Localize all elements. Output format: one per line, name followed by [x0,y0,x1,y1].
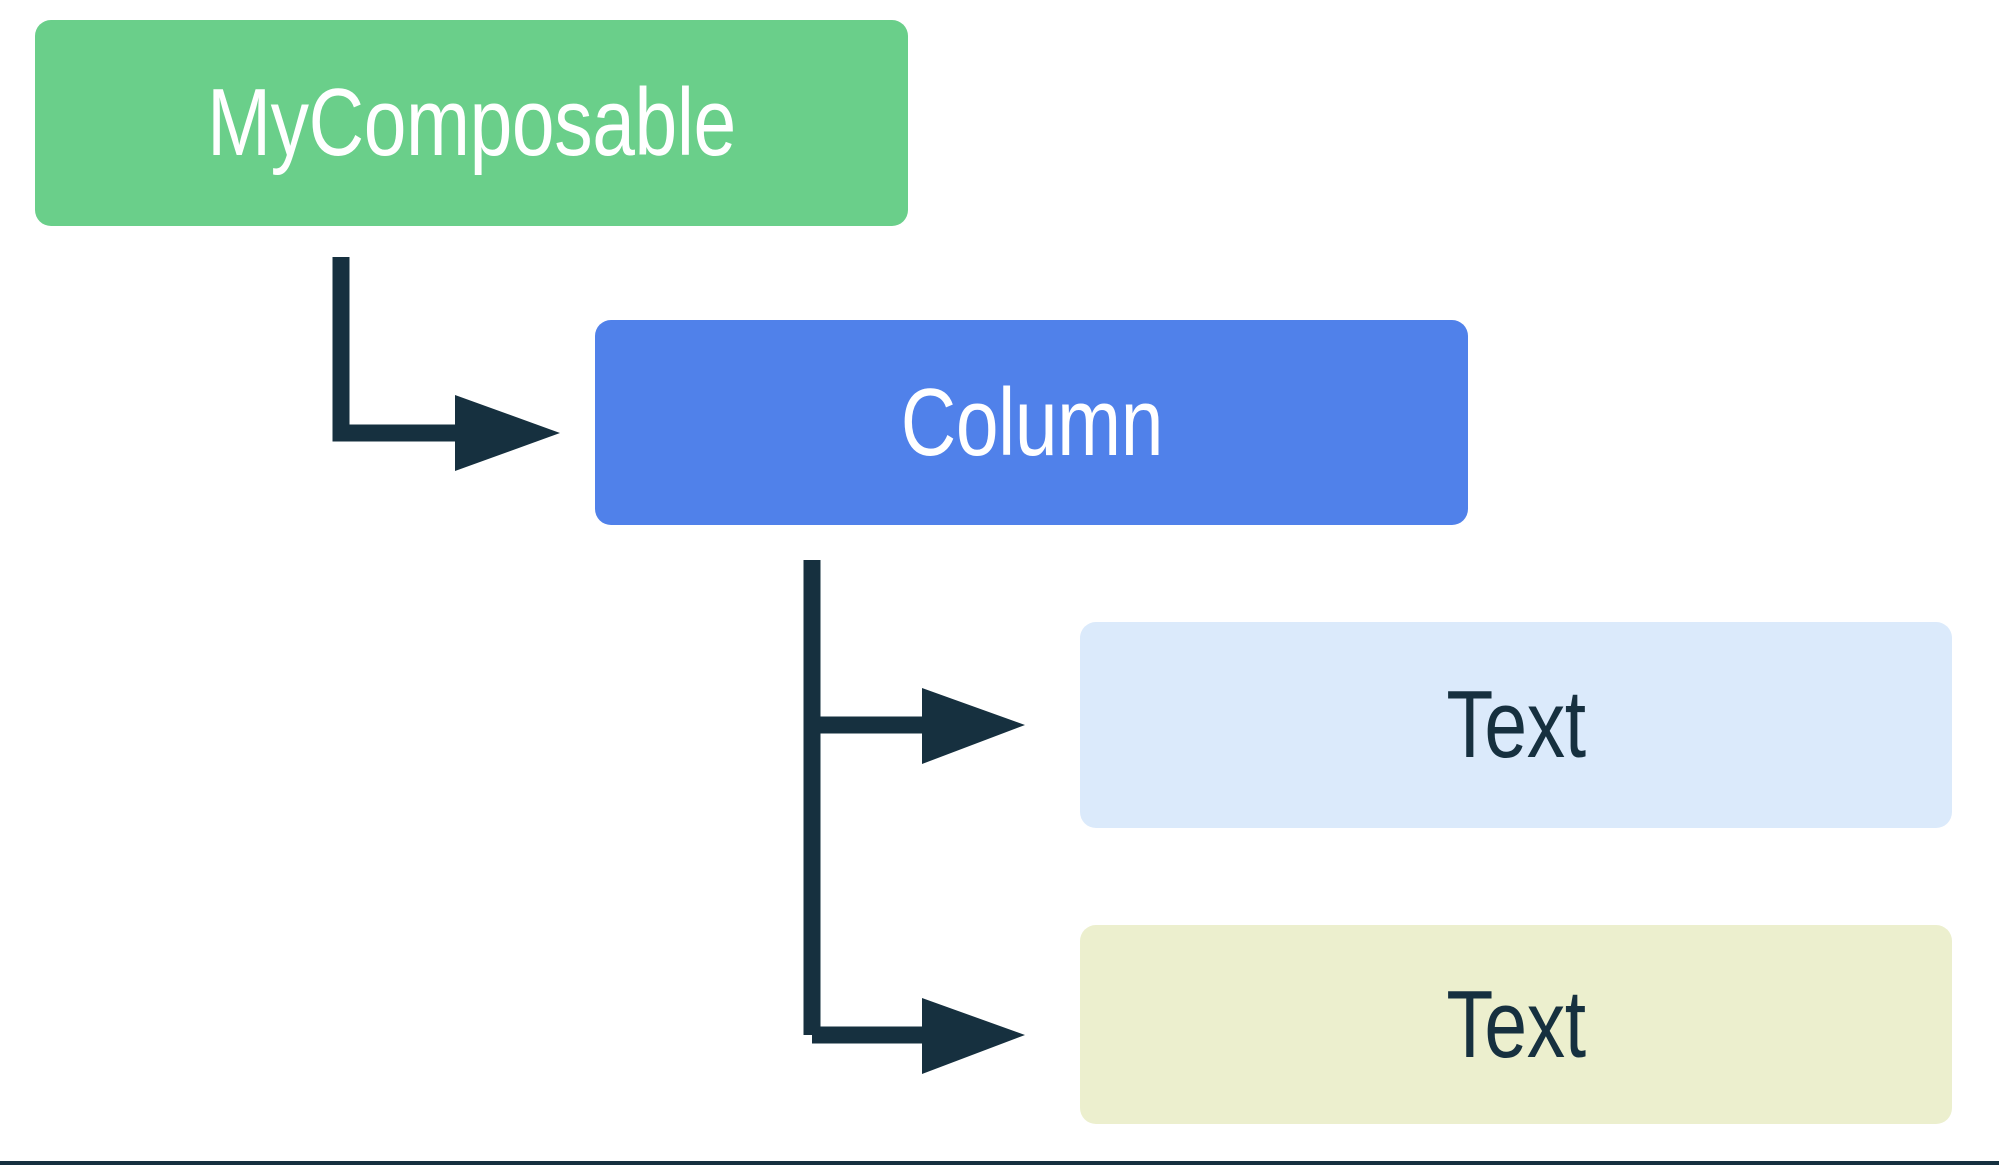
node-text-2-label: Text [1446,970,1586,1078]
bottom-divider [0,1161,1999,1165]
arrowhead-icon [922,688,1025,764]
node-text-1-label: Text [1446,671,1586,778]
node-text-1[interactable]: Text [1080,622,1952,828]
node-mycomposable[interactable]: MyComposable [35,20,908,226]
node-column-label: Column [900,368,1163,476]
edge-mycomposable-to-column [332,257,560,471]
node-text-2[interactable]: Text [1080,925,1952,1124]
edge-line [332,257,463,442]
arrowhead-icon [455,395,560,471]
node-column[interactable]: Column [595,320,1468,525]
edge-column-to-text-1 [812,688,1025,764]
node-mycomposable-label: MyComposable [207,69,736,176]
edge-column-to-text-2 [812,998,1025,1074]
arrowhead-icon [922,998,1025,1074]
